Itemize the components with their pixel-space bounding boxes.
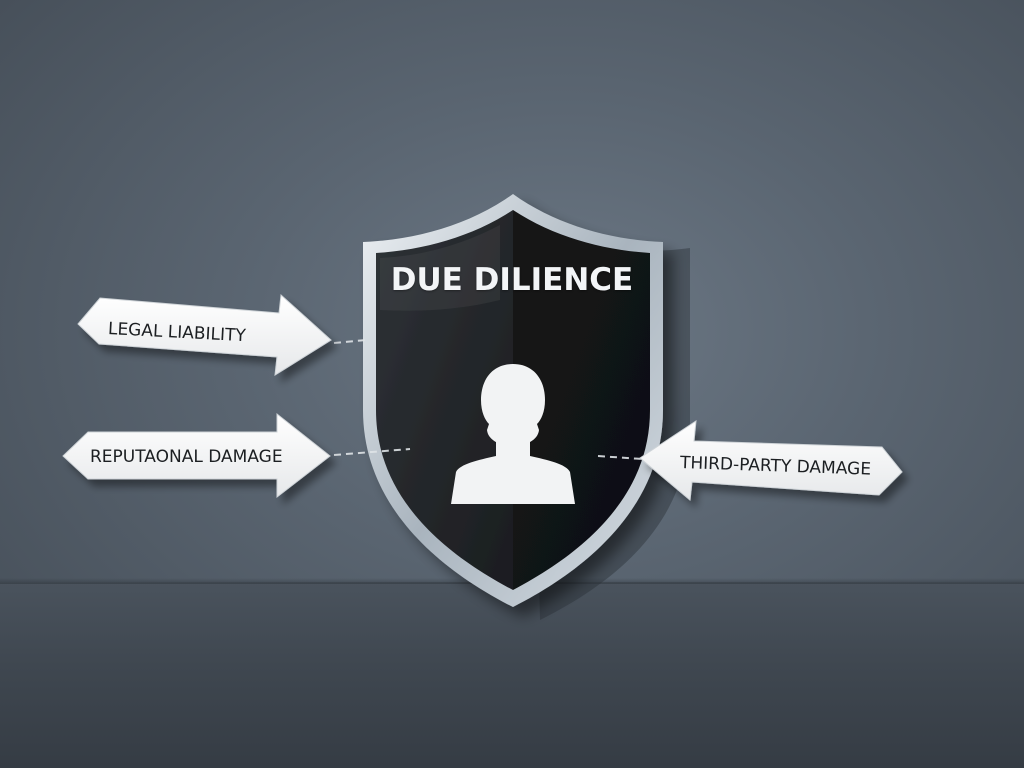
connector-thirdparty [597,455,643,460]
shield-highlight [380,225,500,311]
connector-lines [333,339,643,460]
person-icon [451,364,575,504]
risk-label-reputational-damage: REPUTAONAL DAMAGE [90,447,283,467]
connector-legal [333,339,367,344]
arrow-legal-liability [77,293,332,376]
arrow-third-party-damage [639,420,903,501]
background-floor [0,582,1024,768]
connector-reputational [333,448,411,456]
shield-title: DUE DILIENCE [390,262,634,298]
arrow-reputational-damage [62,412,331,499]
